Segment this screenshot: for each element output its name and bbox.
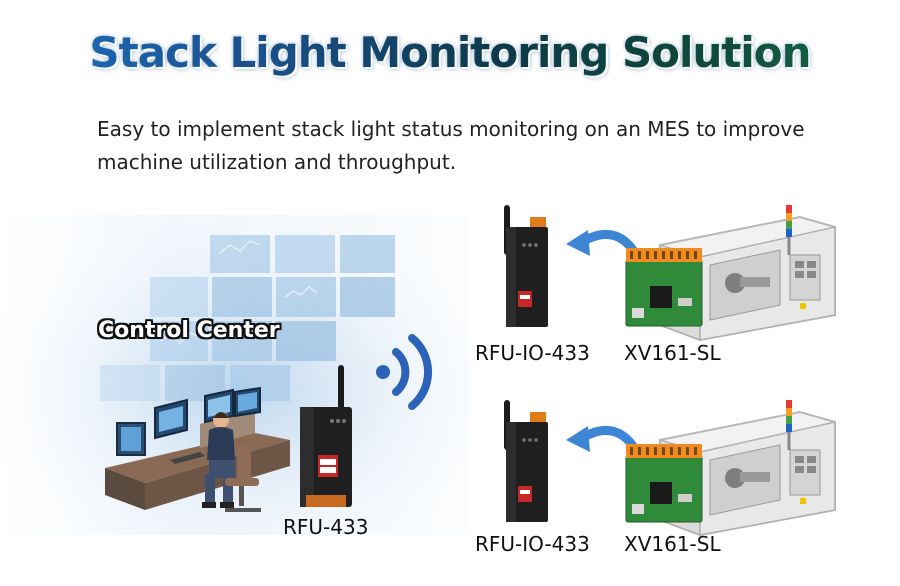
page-title: Stack Light Monitoring Solution [0, 28, 900, 77]
rfu-io-433-device-2 [504, 400, 548, 522]
machine-illustration-1 [659, 205, 836, 342]
rfu-433-label: RFU-433 [283, 515, 369, 539]
xv161-sl-module-1 [625, 248, 703, 327]
rfu-io-433-label-1: RFU-IO-433 [475, 341, 590, 365]
rfu-io-433-label-2: RFU-IO-433 [475, 532, 590, 556]
xv161-sl-label-2: XV161-SL [624, 532, 721, 556]
control-center-label: Control Center [98, 318, 280, 343]
operator-desk-illustration [105, 386, 290, 512]
xv161-sl-module-2 [625, 444, 703, 523]
wireless-signal-icon [376, 334, 432, 410]
page-subtitle: Easy to implement stack light status mon… [97, 117, 805, 174]
rfu-io-433-device-1 [504, 205, 548, 327]
xv161-sl-label-1: XV161-SL [624, 341, 721, 365]
rfu-433-gateway-device [300, 365, 352, 507]
